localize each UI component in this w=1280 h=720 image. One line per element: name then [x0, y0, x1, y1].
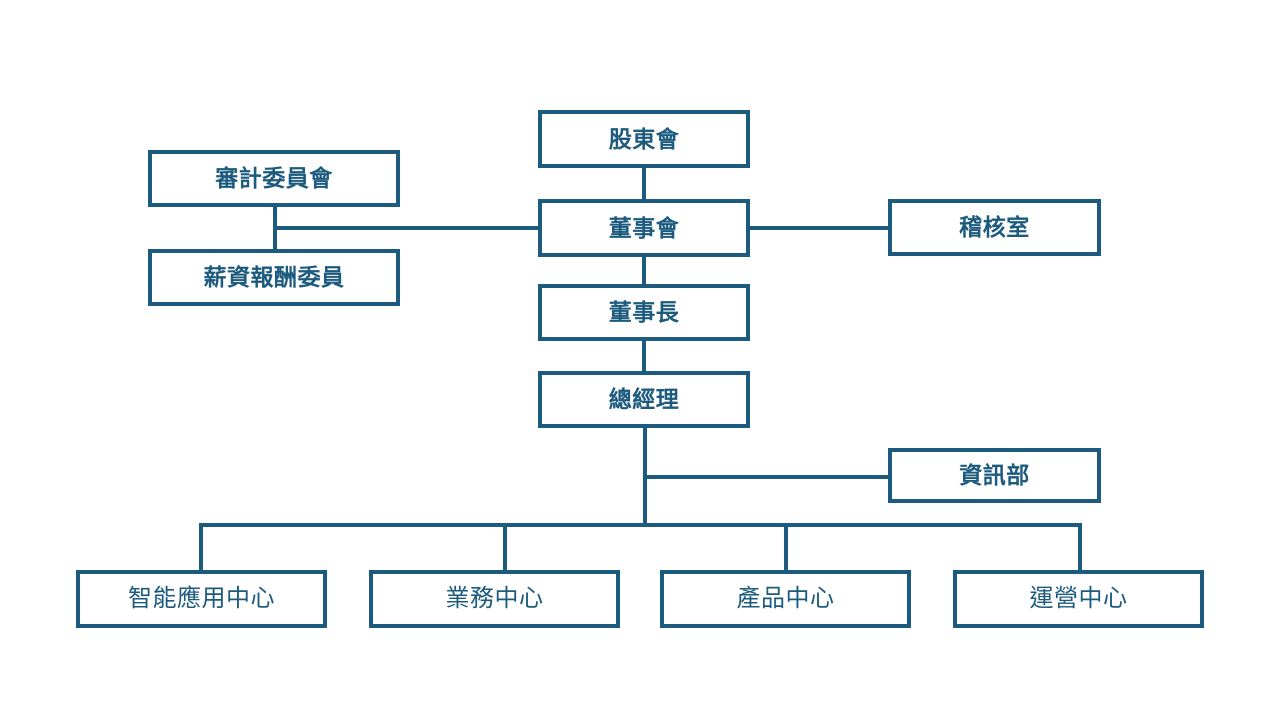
org-node-remuneration-committee[interactable]: 薪資報酬委員	[148, 249, 400, 306]
connector-drop-operations-center	[1078, 523, 1082, 570]
connector-board-to-audit-office	[750, 226, 888, 230]
org-node-general-manager[interactable]: 總經理	[538, 371, 750, 428]
org-node-board[interactable]: 董事會	[538, 199, 750, 257]
org-node-it-department[interactable]: 資訊部	[888, 448, 1101, 503]
org-node-product-center[interactable]: 產品中心	[660, 570, 911, 628]
org-node-label-operations-center: 運營中心	[1029, 585, 1128, 612]
connector-trunk-to-it-department	[643, 475, 888, 479]
org-node-label-shareholders: 股東會	[608, 125, 680, 152]
org-node-audit-office[interactable]: 稽核室	[888, 199, 1101, 256]
org-node-label-intelligent-application-center: 智能應用中心	[128, 585, 275, 612]
org-node-operations-center[interactable]: 運營中心	[953, 570, 1204, 628]
org-node-chairman[interactable]: 董事長	[538, 284, 750, 341]
org-node-label-audit-office: 稽核室	[959, 214, 1030, 240]
org-node-label-chairman: 董事長	[608, 299, 680, 325]
connector-centers-distribution-bar	[201, 523, 1082, 527]
connector-board-to-chairman	[642, 257, 646, 284]
connector-drop-business-center	[503, 523, 507, 570]
org-node-label-board: 董事會	[608, 214, 680, 241]
connector-chairman-to-general-manager	[642, 341, 646, 371]
org-node-label-general-manager: 總經理	[608, 386, 680, 412]
org-node-label-audit-committee: 審計委員會	[215, 165, 333, 191]
connector-committees-to-board	[273, 226, 538, 230]
org-node-audit-committee[interactable]: 審計委員會	[148, 150, 400, 207]
org-node-shareholders[interactable]: 股東會	[538, 110, 750, 168]
org-node-label-product-center: 產品中心	[736, 585, 835, 612]
org-node-label-business-center: 業務中心	[445, 585, 544, 612]
org-node-business-center[interactable]: 業務中心	[369, 570, 620, 628]
org-node-label-remuneration-committee: 薪資報酬委員	[203, 264, 345, 290]
connector-drop-intelligent-application-center	[199, 523, 203, 570]
connector-shareholders-to-board	[642, 168, 646, 199]
org-node-intelligent-application-center[interactable]: 智能應用中心	[76, 570, 327, 628]
connector-drop-product-center	[784, 523, 788, 570]
org-node-label-it-department: 資訊部	[959, 462, 1030, 488]
